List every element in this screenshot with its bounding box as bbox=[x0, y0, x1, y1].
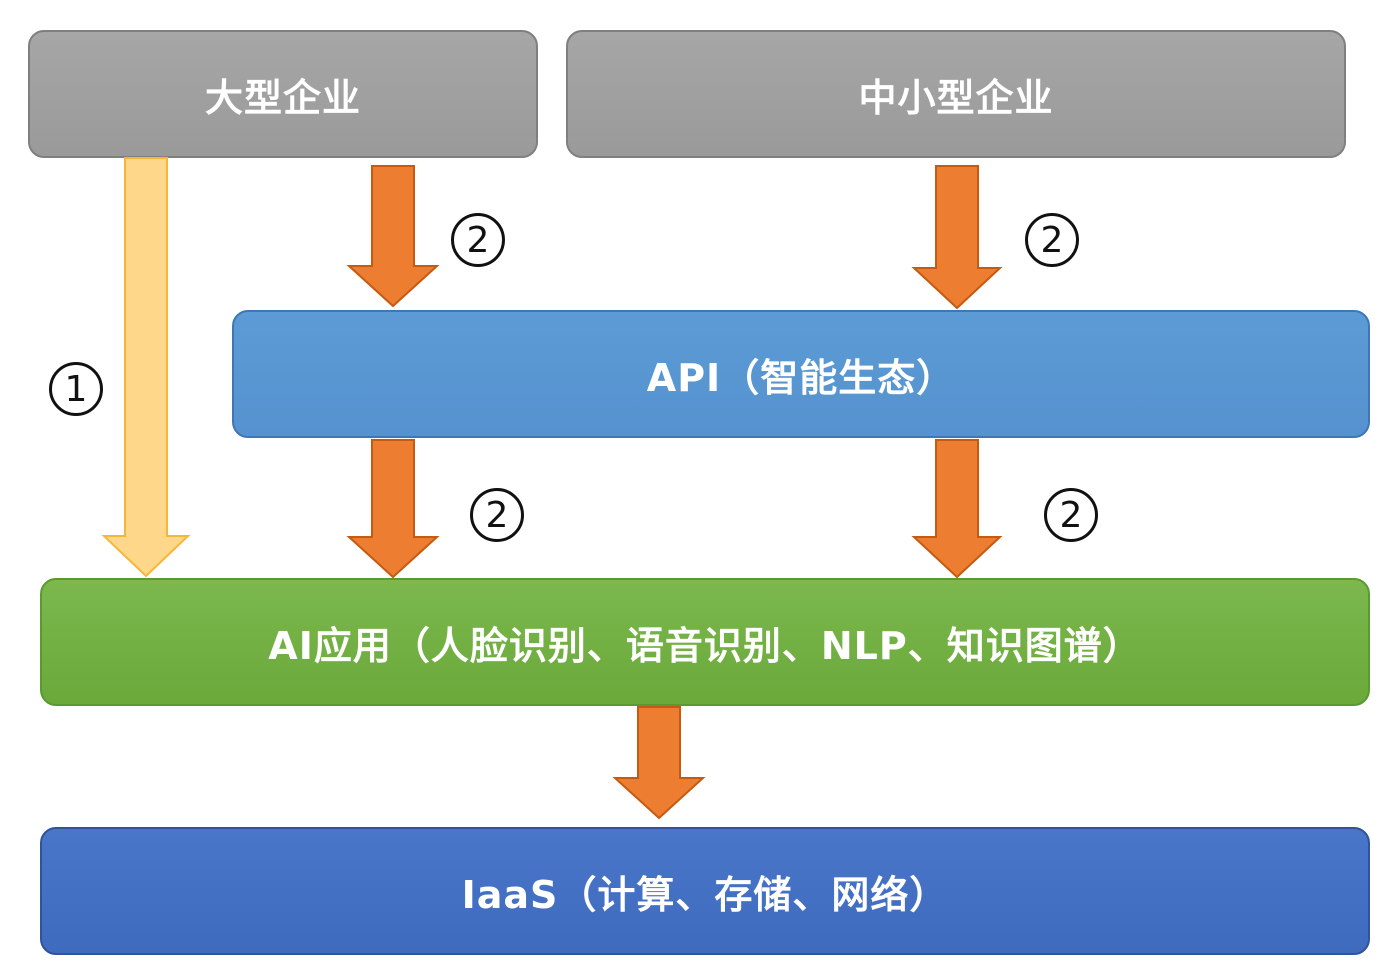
api-box: API（智能生态） bbox=[232, 310, 1370, 438]
large-enterprise-label: 大型企业 bbox=[204, 75, 361, 120]
sme-label: 中小型企业 bbox=[858, 75, 1054, 120]
path-marker-2: 2 bbox=[451, 213, 505, 267]
iaas-label: IaaS（计算、存储、网络） bbox=[461, 872, 949, 917]
ai-application-box: AI应用（人脸识别、语音识别、NLP、知识图谱） bbox=[40, 578, 1370, 706]
arrow-api-to-ai-right bbox=[911, 439, 1003, 579]
api-label: API（智能生态） bbox=[646, 355, 956, 400]
arrow-large-to-ai-direct bbox=[101, 157, 191, 578]
iaas-box: IaaS（计算、存储、网络） bbox=[40, 827, 1370, 955]
path-marker-2: 2 bbox=[470, 488, 524, 542]
large-enterprise-box: 大型企业 bbox=[28, 30, 538, 158]
path-marker-2: 2 bbox=[1025, 213, 1079, 267]
arrow-api-to-ai-left bbox=[346, 439, 440, 579]
arrow-large-to-api bbox=[346, 165, 440, 308]
arrow-sme-to-api bbox=[911, 165, 1003, 310]
ai-application-label: AI应用（人脸识别、语音识别、NLP、知识图谱） bbox=[268, 623, 1142, 668]
sme-box: 中小型企业 bbox=[566, 30, 1346, 158]
arrow-ai-to-iaas bbox=[612, 706, 706, 820]
path-marker-2: 2 bbox=[1044, 488, 1098, 542]
path-marker-1: 1 bbox=[49, 362, 103, 416]
